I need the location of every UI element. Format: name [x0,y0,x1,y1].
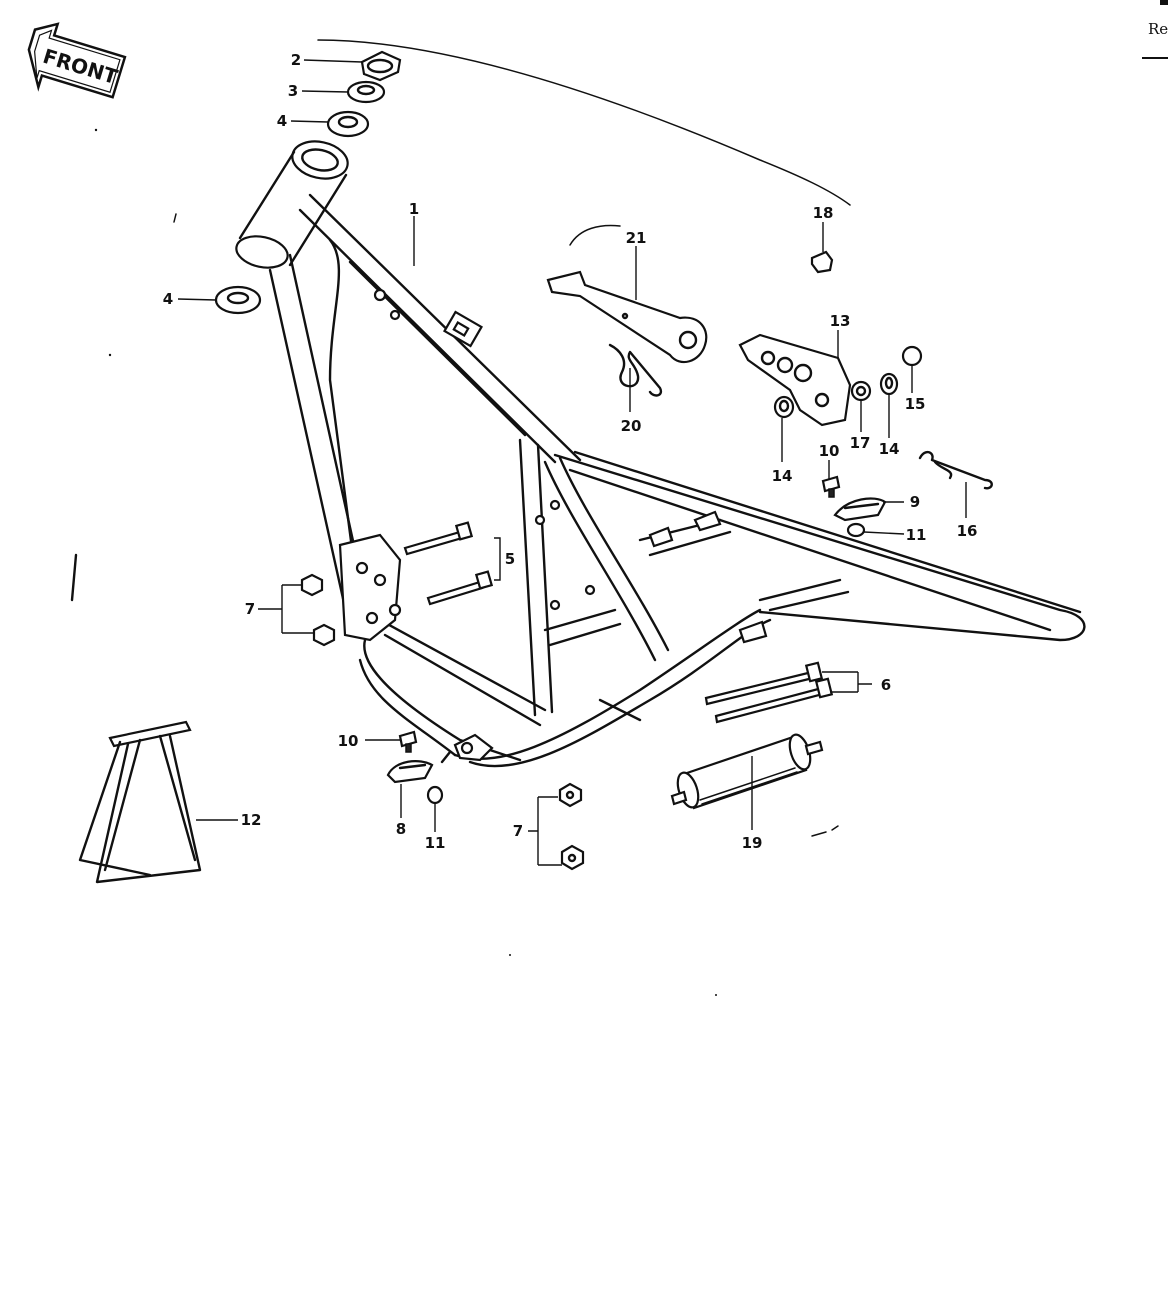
footpeg-clip-right [833,497,887,522]
callout-19: 19 [742,834,763,852]
callout-8: 8 [396,820,406,838]
callout-12: 12 [241,811,262,829]
callout-15: 15 [905,395,926,413]
callout-10-right: 10 [819,442,840,460]
callout-17: 17 [850,434,871,452]
nuts [300,573,585,871]
callout-3: 3 [288,82,298,100]
callout-4-bottom: 4 [163,290,173,308]
callout-7-left: 7 [245,600,255,618]
callout-14-left: 14 [772,467,793,485]
small-nuts [426,522,866,805]
screws [398,475,841,753]
side-bracket [738,333,852,427]
muffler [670,733,824,810]
stand [78,720,202,884]
long-bolts [704,661,834,724]
plug [810,250,834,274]
bearing-top [326,110,370,138]
edge-rule [1142,57,1168,59]
callout-18: 18 [813,204,834,222]
callout-9: 9 [910,493,920,511]
brake-pedal [546,270,708,364]
callout-11-right: 11 [906,526,927,544]
callout-11-left: 11 [425,834,446,852]
callout-1: 1 [409,200,419,218]
cropped-edge-label: Re [1148,20,1168,38]
spacer-15 [901,345,923,367]
callout-7-bottom: 7 [513,822,523,840]
callout-13: 13 [830,312,851,330]
callout-numbers: 1 2 3 4 4 5 6 7 7 8 9 10 10 11 11 12 13 … [163,51,978,852]
return-spring [608,343,663,397]
washers-14-17 [773,372,899,419]
callout-5: 5 [505,550,515,568]
callout-21: 21 [626,229,647,247]
callout-6: 6 [881,676,891,694]
spring [918,450,993,490]
callout-16: 16 [957,522,978,540]
callout-4-top: 4 [277,112,287,130]
washer [346,80,386,104]
leader-lines [177,59,967,866]
callout-20: 20 [621,417,642,435]
front-arrow-icon: FRONT [27,22,127,99]
callout-14-right: 14 [879,440,900,458]
callout-10-left: 10 [338,732,359,750]
pedal-outline-curve [569,224,621,246]
frame [235,140,1086,768]
footpeg-clip-left [386,760,434,784]
callout-2: 2 [291,51,301,69]
steering-stem-nut [360,50,402,82]
mount-bolts [403,521,494,606]
bearing-bottom [214,285,262,315]
edge-mark [1160,0,1168,5]
scan-specks [70,128,839,996]
frame-outline-curve [317,39,851,206]
